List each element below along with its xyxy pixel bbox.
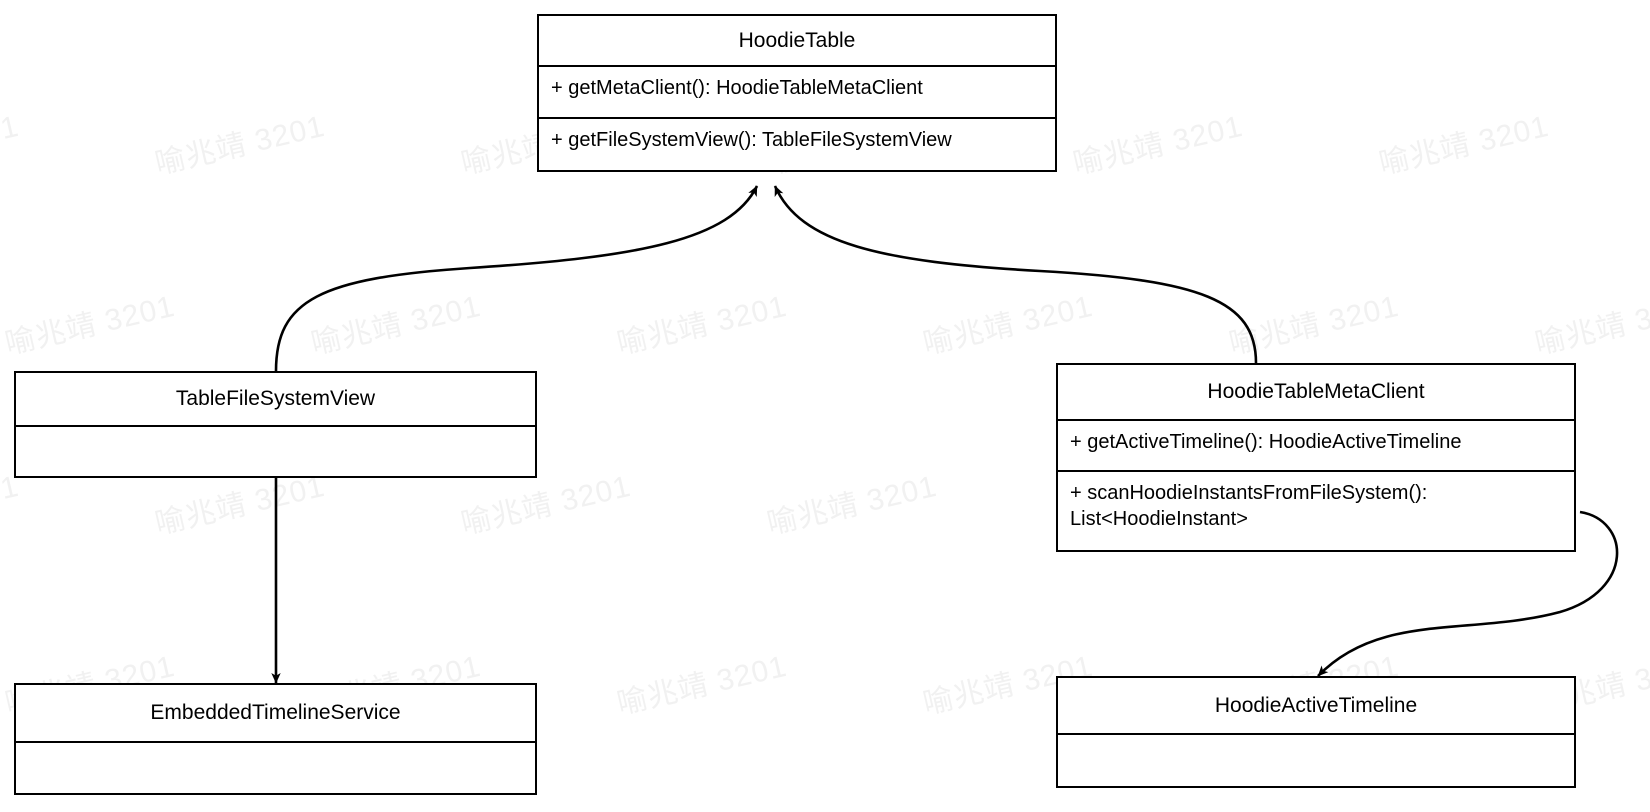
class-box-hoodie-table[interactable]: HoodieTable + getMetaClient(): HoodieTab… [537,14,1057,172]
watermark-tile: 喻兆靖 3201 [918,0,1097,3]
class-method-hoodie-table-meta-client-1: + scanHoodieInstantsFromFileSystem(): Li… [1070,482,1428,530]
watermark-tile: 喻兆靖 3201 [152,109,329,181]
class-method-hoodie-table-meta-client-0: + getActiveTimeline(): HoodieActiveTimel… [1058,421,1574,472]
watermark-tile: 喻兆靖 3201 [0,0,179,3]
watermark-tile: 喻兆靖 3201 [308,289,485,361]
watermark-tile: 喻兆靖 3201 [1224,0,1403,3]
class-box-hoodie-table-meta-client[interactable]: HoodieTableMetaClient + getActiveTimelin… [1056,363,1576,552]
watermark-tile: 喻兆靖 3201 [2,289,179,361]
class-name-table-file-system-view: TableFileSystemView [16,373,535,427]
edge-hoodietablemetaclient-to-hoodietable [773,185,1258,364]
watermark-tile: 喻兆靖 3201 [306,0,485,3]
class-methods-embedded-timeline-service [16,743,535,792]
watermark-tile: 喻兆靖 3201 [614,289,791,361]
watermark-tile: 喻兆靖 3201 [612,0,791,3]
class-name-hoodie-active-timeline: HoodieActiveTimeline [1058,678,1574,735]
watermark-tile: 喻兆靖 3201 [614,649,791,721]
edge-tablefilesystemview-to-hoodietable [274,185,759,372]
watermark-tile: 喻兆靖 3201 [1070,109,1247,181]
watermark-tile: 喻兆靖 3201 [1530,0,1650,3]
class-method-hoodie-table-0: + getMetaClient(): HoodieTableMetaClient [539,67,1055,119]
watermark-tile: 喻兆靖 3201 [1226,289,1403,361]
watermark-tile: 喻兆靖 3201 [920,289,1097,361]
class-name-hoodie-table-meta-client: HoodieTableMetaClient [1058,365,1574,421]
class-name-hoodie-table: HoodieTable [539,16,1055,67]
class-box-embedded-timeline-service[interactable]: EmbeddedTimelineService [14,683,537,795]
watermark-tile: 喻兆靖 3201 [0,109,23,181]
class-methods-table-file-system-view [16,427,535,475]
class-name-embedded-timeline-service: EmbeddedTimelineService [16,685,535,743]
class-method-hoodie-table-1: + getFileSystemView(): TableFileSystemVi… [551,129,952,151]
class-methods-hoodie-active-timeline [1058,735,1574,785]
watermark-tile: 喻兆靖 3201 [764,469,941,541]
watermark-tile: 喻兆靖 3201 [1532,289,1650,361]
class-box-hoodie-active-timeline[interactable]: HoodieActiveTimeline [1056,676,1576,788]
watermark-tile: 喻兆靖 3201 [1376,109,1553,181]
class-box-table-file-system-view[interactable]: TableFileSystemView [14,371,537,478]
